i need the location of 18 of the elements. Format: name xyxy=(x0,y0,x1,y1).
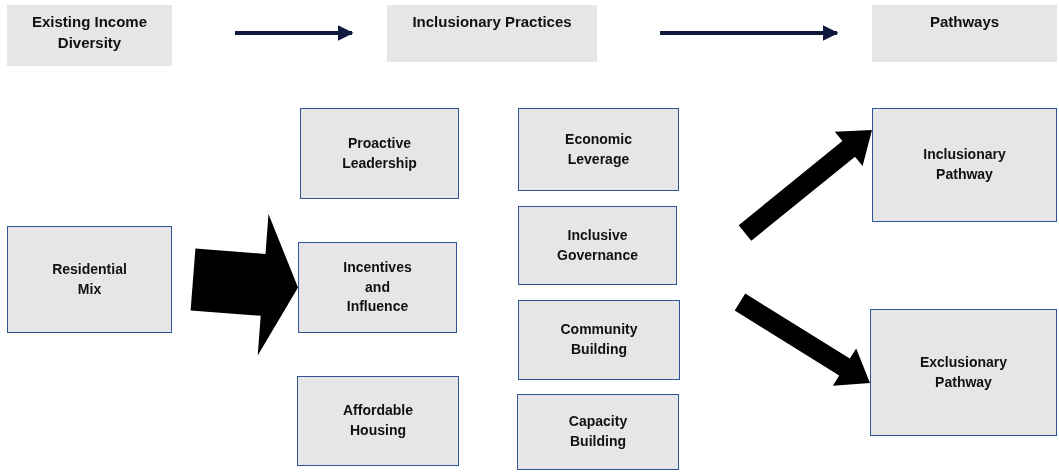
block-arrow xyxy=(190,214,298,356)
process-box: Incentives and Influence xyxy=(298,242,457,333)
header-box: Pathways xyxy=(872,5,1057,62)
block-arrow xyxy=(734,293,870,386)
process-box: Proactive Leadership xyxy=(300,108,459,199)
arrow xyxy=(660,25,839,41)
process-box: Inclusive Governance xyxy=(518,206,677,285)
header-box: Existing Income Diversity xyxy=(7,5,172,66)
process-box: Capacity Building xyxy=(517,394,679,470)
process-box: Economic Leverage xyxy=(518,108,679,191)
process-box: Residential Mix xyxy=(7,226,172,333)
arrow xyxy=(235,25,354,41)
process-box: Affordable Housing xyxy=(297,376,459,466)
block-arrow xyxy=(738,130,872,241)
process-box: Inclusionary Pathway xyxy=(872,108,1057,222)
process-box: Exclusionary Pathway xyxy=(870,309,1057,436)
header-box: Inclusionary Practices xyxy=(387,5,597,62)
process-box: Community Building xyxy=(518,300,680,380)
